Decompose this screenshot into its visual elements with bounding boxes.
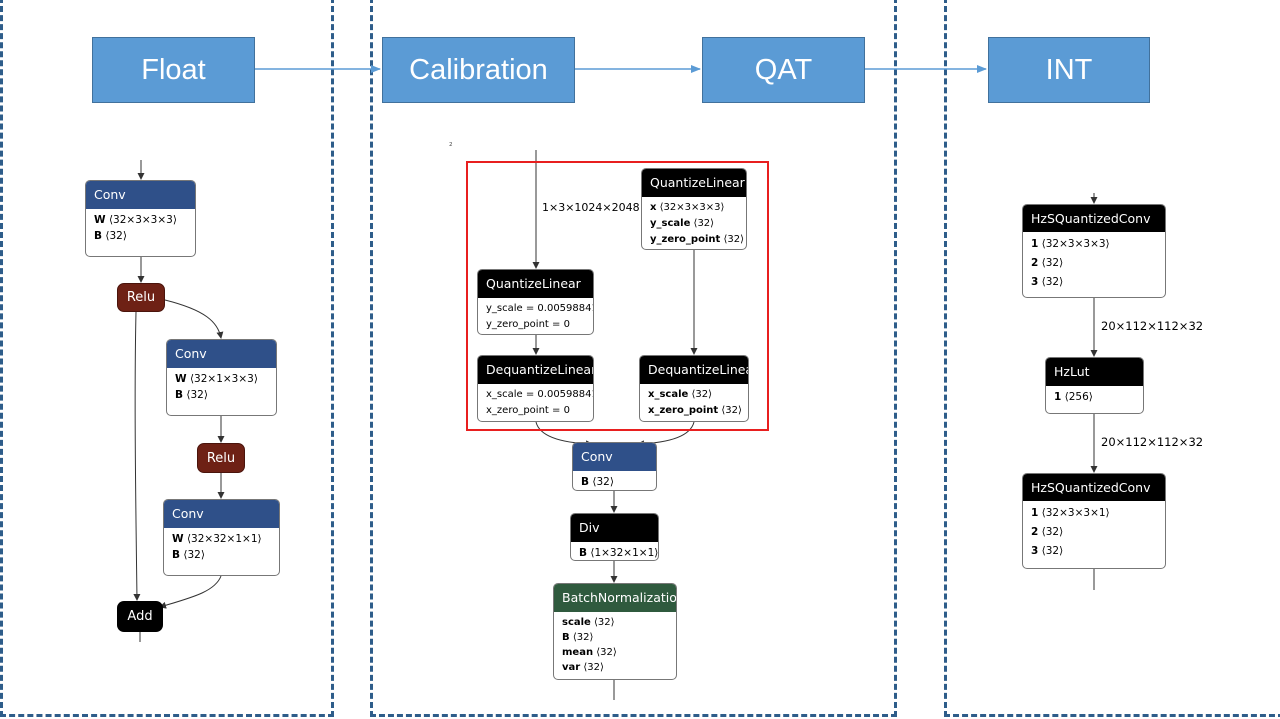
int-stage-box: INT bbox=[988, 37, 1150, 103]
quantize-linear-weight-node[interactable]: QuantizeLinear x ⟨32×3×3×3⟩ y_scale ⟨32⟩… bbox=[641, 168, 747, 250]
float-relu2-node[interactable]: Relu bbox=[197, 443, 245, 473]
node-op-label: Conv bbox=[86, 181, 195, 209]
int-quantized-conv1-node[interactable]: HzSQuantizedConv 1 ⟨32×3×3×3⟩ 2 ⟨32⟩ 3 ⟨… bbox=[1022, 204, 1166, 298]
node-op-label: DequantizeLinear bbox=[478, 356, 593, 384]
float-conv3-node[interactable]: Conv W ⟨32×32×1×1⟩ B ⟨32⟩ bbox=[163, 499, 280, 576]
float-panel bbox=[0, 0, 334, 717]
quantize-linear-input-node[interactable]: QuantizeLinear y_scale = 0.00598841... y… bbox=[477, 269, 594, 335]
node-op-label: HzLut bbox=[1046, 358, 1143, 386]
qat-stage-label: QAT bbox=[754, 53, 813, 86]
node-op-label: QuantizeLinear bbox=[642, 169, 746, 197]
node-op-label: Conv bbox=[164, 500, 279, 528]
stray-mark: ² bbox=[449, 142, 453, 152]
node-op-label: DequantizeLinear bbox=[640, 356, 748, 384]
node-op-label: BatchNormalization bbox=[554, 584, 676, 612]
qat-stage-box: QAT bbox=[702, 37, 865, 103]
edge2-shape-label: 20×112×112×32 bbox=[1101, 435, 1204, 449]
node-op-label: Div bbox=[571, 514, 658, 542]
float-relu1-node[interactable]: Relu bbox=[117, 283, 165, 312]
float-add-node[interactable]: Add bbox=[117, 601, 163, 632]
int-lut-node[interactable]: HzLut 1 ⟨256⟩ bbox=[1045, 357, 1144, 414]
float-stage-label: Float bbox=[141, 53, 206, 86]
node-op-label: Conv bbox=[573, 443, 656, 471]
calibration-qat-panel bbox=[370, 0, 897, 717]
edge1-shape-label: 20×112×112×32 bbox=[1101, 319, 1204, 333]
dequantize-linear-weight-node[interactable]: DequantizeLinear x_scale ⟨32⟩ x_zero_poi… bbox=[639, 355, 749, 422]
node-op-label: Conv bbox=[167, 340, 276, 368]
node-op-label: HzSQuantizedConv bbox=[1023, 474, 1165, 501]
calibration-stage-label: Calibration bbox=[409, 53, 548, 86]
input-edge-shape-label: 1×3×1024×2048 bbox=[542, 201, 640, 214]
calib-div-node[interactable]: Div B ⟨1×32×1×1⟩ bbox=[570, 513, 659, 561]
node-op-label: QuantizeLinear bbox=[478, 270, 593, 298]
calibration-stage-box: Calibration bbox=[382, 37, 575, 103]
calib-conv-node[interactable]: Conv B ⟨32⟩ bbox=[572, 442, 657, 491]
dequantize-linear-input-node[interactable]: DequantizeLinear x_scale = 0.00598841...… bbox=[477, 355, 594, 422]
float-conv1-node[interactable]: Conv W ⟨32×3×3×3⟩ B ⟨32⟩ bbox=[85, 180, 196, 257]
node-op-label: HzSQuantizedConv bbox=[1023, 205, 1165, 232]
float-stage-box: Float bbox=[92, 37, 255, 103]
float-conv2-node[interactable]: Conv W ⟨32×1×3×3⟩ B ⟨32⟩ bbox=[166, 339, 277, 416]
int-stage-label: INT bbox=[1045, 53, 1093, 86]
quantization-highlight-box bbox=[466, 161, 769, 431]
calib-batchnorm-node[interactable]: BatchNormalization scale ⟨32⟩ B ⟨32⟩ mea… bbox=[553, 583, 677, 680]
int-panel bbox=[944, 0, 1280, 717]
int-quantized-conv2-node[interactable]: HzSQuantizedConv 1 ⟨32×3×3×1⟩ 2 ⟨32⟩ 3 ⟨… bbox=[1022, 473, 1166, 569]
